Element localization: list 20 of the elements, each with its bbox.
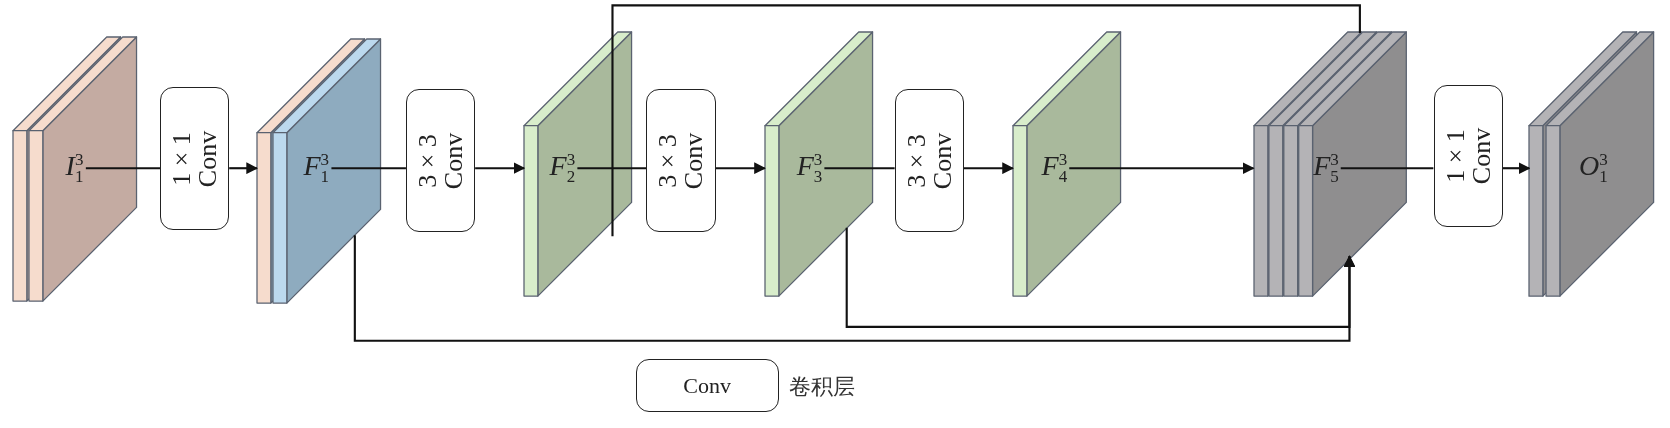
legend-text: 卷积层 <box>789 372 856 401</box>
conv-box: 3 × 3 Conv <box>646 89 716 233</box>
arrow <box>845 227 1356 328</box>
arrow <box>475 162 526 175</box>
arrow <box>1069 162 1255 175</box>
connector-line <box>1340 167 1434 170</box>
connector-line <box>611 4 1361 237</box>
conv-box: 3 × 3 Conv <box>405 89 475 233</box>
connector-line <box>85 167 160 170</box>
conv-box: 1 × 1 Conv <box>159 87 229 231</box>
arrow <box>229 162 259 175</box>
connector-line <box>824 167 895 170</box>
arrow <box>715 162 766 175</box>
arrow <box>963 162 1014 175</box>
conv-box: 3 × 3 Conv <box>894 89 964 233</box>
connector-line <box>577 167 647 170</box>
legend-box: Conv <box>635 358 779 413</box>
conv-box: 1 × 1 Conv <box>1433 85 1503 227</box>
arrow <box>1502 162 1531 175</box>
connector-line <box>331 167 406 170</box>
